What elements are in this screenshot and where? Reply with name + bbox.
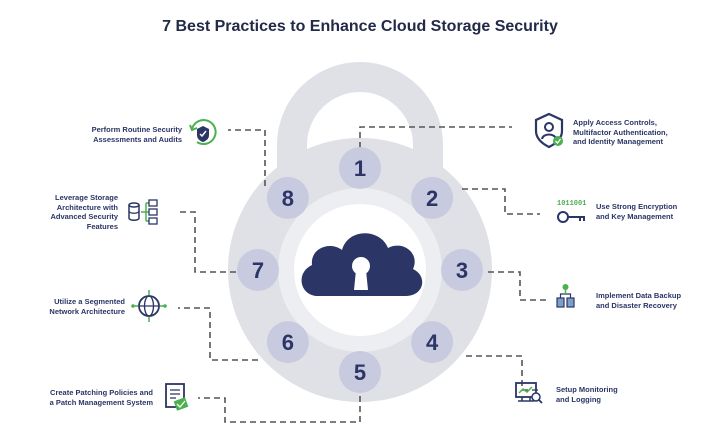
number-badge-4: [411, 321, 454, 364]
number-badge-5: [339, 351, 381, 393]
number-label-6: 6: [282, 330, 294, 355]
number-label-2: 2: [426, 186, 438, 211]
number-label-8: 8: [282, 186, 294, 211]
number-badge-8: [266, 176, 309, 219]
page-title: 7 Best Practices to Enhance Cloud Storag…: [162, 18, 558, 35]
number-badge-1: [339, 147, 381, 189]
network-globe-icon: [131, 290, 167, 322]
monitoring-icon: [515, 382, 543, 404]
number-label-7: 7: [252, 258, 264, 283]
lock-shackle: [277, 62, 443, 200]
shield-check-icon: [189, 119, 217, 145]
number-label-4: 4: [426, 330, 439, 355]
svg-text:1011001: 1011001: [557, 200, 586, 208]
connector-2: [462, 188, 540, 215]
connector-6: [178, 307, 258, 361]
number-label-5: 5: [354, 360, 366, 385]
storage-architecture-icon: [128, 199, 158, 225]
cloud-keyhole-icon: [301, 233, 423, 296]
user-shield-icon: [534, 112, 564, 149]
connector-5: [198, 396, 361, 423]
number-label-1: 1: [354, 156, 366, 181]
connector-4: [466, 355, 540, 391]
connector-7: [178, 211, 236, 273]
number-label-3: 3: [456, 258, 468, 283]
number-badge-6: [266, 321, 309, 364]
number-badges: 1 2 3 4 5 6 7 8: [237, 147, 483, 393]
connector-8: [228, 129, 266, 186]
database-backup-icon: [556, 284, 575, 308]
patch-document-icon: [165, 383, 189, 411]
practice-label-1: Apply Access Controls,Multifactor Authen…: [573, 118, 668, 146]
number-badge-3: [441, 249, 483, 291]
number-badge-2: [411, 176, 454, 219]
encryption-key-icon: 1011001: [557, 200, 586, 223]
number-badge-7: [237, 249, 279, 291]
connector-1: [359, 126, 512, 148]
connector-lines: [178, 126, 548, 423]
connector-3: [488, 271, 548, 301]
